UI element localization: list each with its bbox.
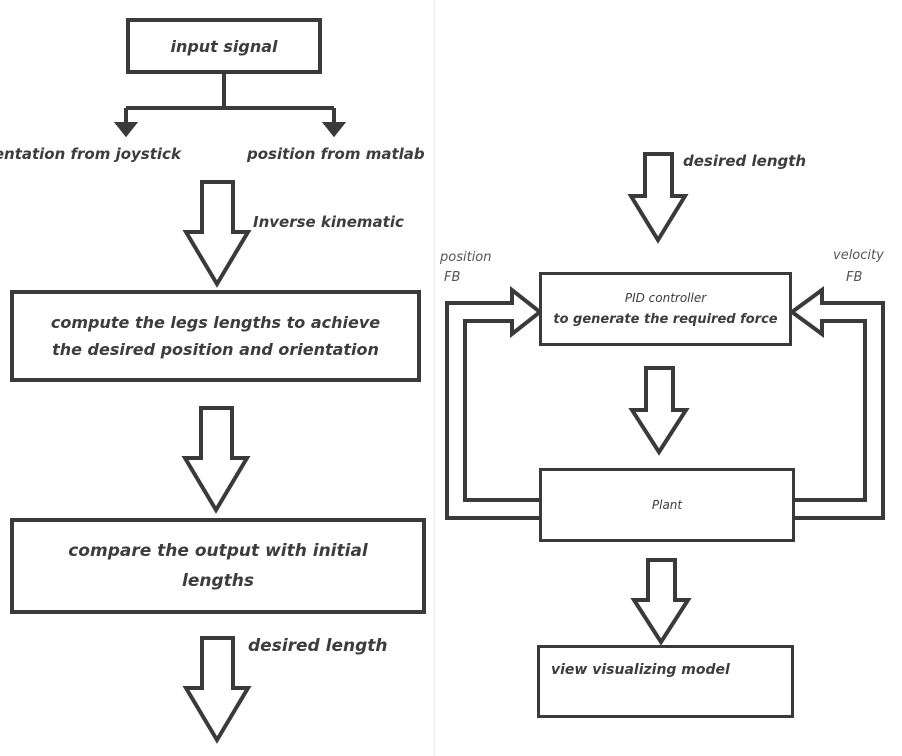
position-source-label: position from matlab xyxy=(247,145,425,163)
pid-controller-line-2: to generate the required force xyxy=(553,312,778,327)
pid-controller-line-1: PID controller xyxy=(624,291,707,305)
velocity-fb-label-line-2: FB xyxy=(846,270,863,285)
plant-box: Plant xyxy=(539,468,795,542)
plant-label: Plant xyxy=(651,498,683,512)
position-feedback-loop xyxy=(445,285,544,520)
hollow-arrow-to-compare xyxy=(181,406,251,514)
desired-length-label-left: desired length xyxy=(248,636,388,656)
desired-length-label-right: desired length xyxy=(683,152,807,170)
view-model-label: view visualizing model xyxy=(551,662,730,678)
pid-controller-box: PID controller to generate the required … xyxy=(539,272,792,346)
position-fb-label-line-2: FB xyxy=(444,270,461,285)
hollow-arrow-inverse-kinematic xyxy=(182,180,252,288)
velocity-fb-label-line-1: velocity xyxy=(833,248,884,263)
compare-output-line-1: compare the output with initial xyxy=(68,541,368,561)
split-connector xyxy=(124,72,336,128)
compute-legs-box: compute the legs lengths to achieve the … xyxy=(10,290,421,382)
compare-output-box: compare the output with initial lengths xyxy=(10,518,426,614)
velocity-feedback-loop xyxy=(788,286,885,520)
hollow-arrow-into-pid xyxy=(627,152,689,244)
inverse-kinematic-label: Inverse kinematic xyxy=(253,213,404,231)
position-fb-label-line-1: position xyxy=(440,250,492,265)
compare-output-line-2: lengths xyxy=(182,571,254,591)
hollow-arrow-plant-to-view xyxy=(630,558,692,646)
view-model-box: view visualizing model xyxy=(537,645,794,718)
compute-legs-line-1: compute the legs lengths to achieve xyxy=(50,313,381,332)
orientation-source-label: orientation from joystick xyxy=(0,145,181,163)
split-arrowhead-right xyxy=(321,122,347,138)
input-signal-box: input signal xyxy=(126,18,322,74)
compute-legs-line-2: the desired position and orientation xyxy=(52,340,379,359)
split-arrowhead-left xyxy=(113,122,139,138)
panel-divider xyxy=(433,0,436,756)
input-signal-label: input signal xyxy=(170,36,278,56)
hollow-arrow-desired-length-left xyxy=(182,636,252,744)
hollow-arrow-pid-to-plant xyxy=(628,366,690,456)
